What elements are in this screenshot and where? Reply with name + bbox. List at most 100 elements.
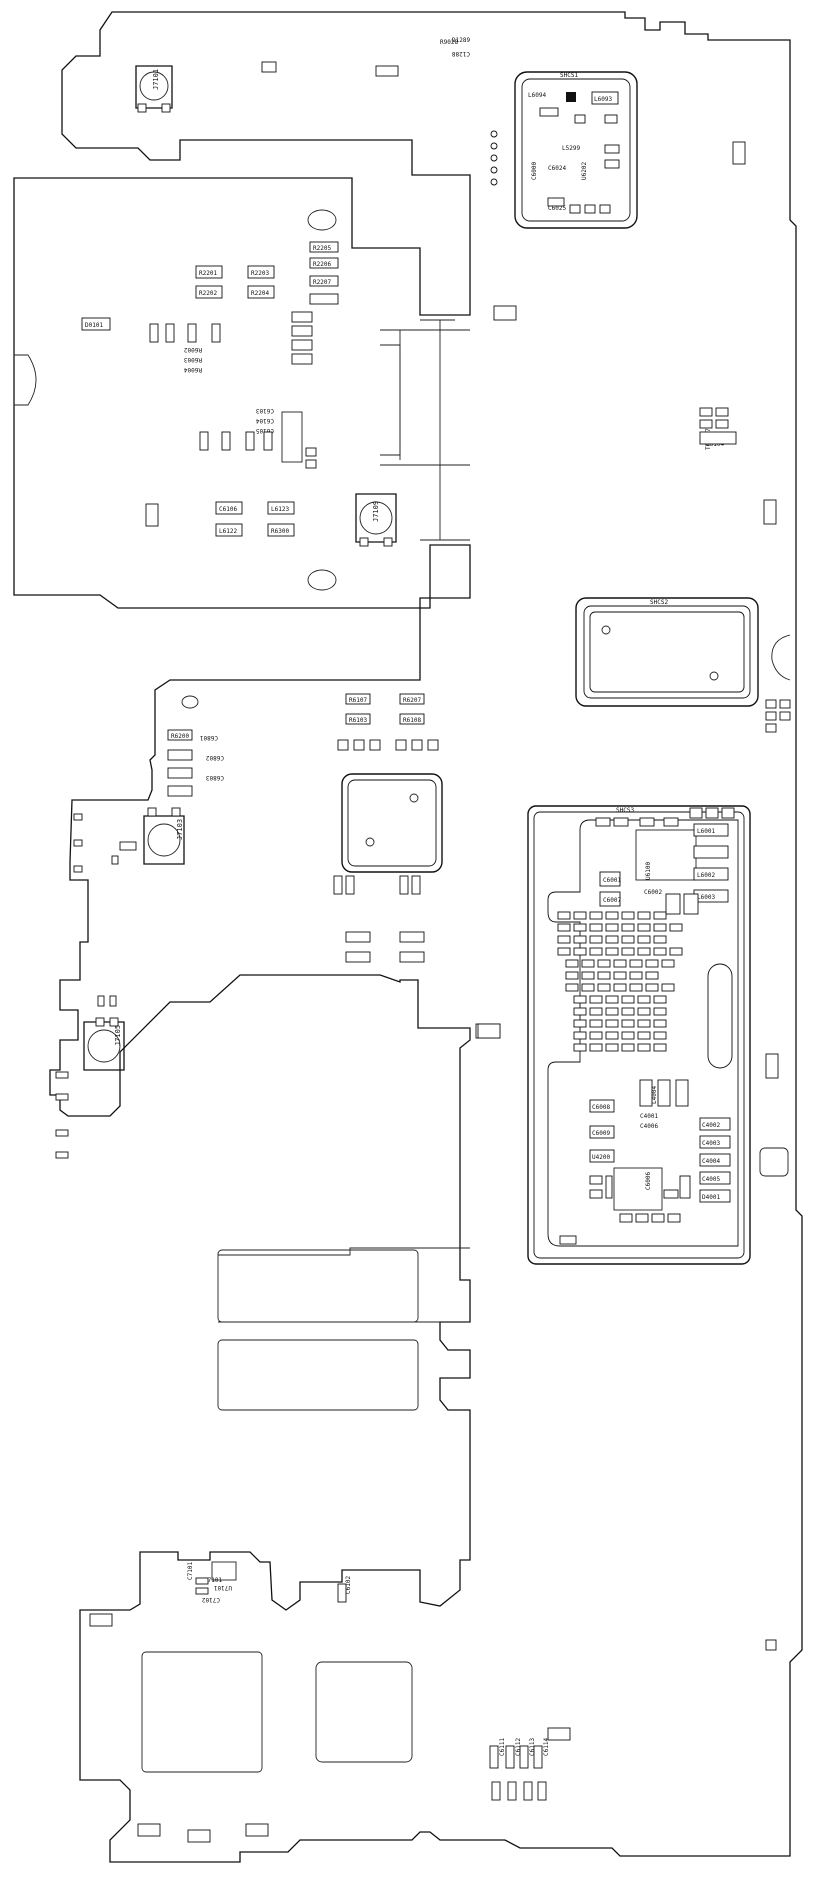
smd-top-1 <box>261 61 277 73</box>
label-r9028: R9028 <box>440 39 458 46</box>
svg-text:R2202: R2202 <box>199 290 217 297</box>
svg-text:C7101: C7101 <box>187 1562 194 1580</box>
svg-text:J7109: J7109 <box>372 501 380 522</box>
shield-top-right: SHCS1 L6093 L6094 U6202 C6000 L5299 C602… <box>514 71 638 229</box>
svg-text:C6113: C6113 <box>529 1738 536 1756</box>
left-component-block: R2201 R2202 R2203 R2204 R2205 R2206 R220… <box>81 241 339 537</box>
label-c6000: C6000 <box>531 162 538 180</box>
svg-text:U4200: U4200 <box>592 1154 610 1161</box>
shield-big-right: SHCS3 U6100 C6006 L6001 L6002 L6003 C600… <box>527 805 751 1265</box>
svg-text:C7102: C7102 <box>202 1596 220 1603</box>
label-c1288: C1288 <box>452 50 470 57</box>
svg-text:C4003: C4003 <box>702 1140 720 1147</box>
svg-text:C4004: C4004 <box>702 1158 720 1165</box>
svg-text:C6803: C6803 <box>206 774 224 781</box>
svg-text:U7101: U7101 <box>214 1584 232 1591</box>
svg-text:J7105: J7105 <box>114 1025 122 1046</box>
svg-text:C6105: C6105 <box>256 427 274 434</box>
center-ic-square <box>333 739 443 895</box>
svg-text:R2203: R2203 <box>251 270 269 277</box>
smd-right-top <box>732 141 746 165</box>
svg-text:C4006: C4006 <box>640 1123 658 1130</box>
vertical-caps-column <box>490 130 498 186</box>
svg-text:R2206: R2206 <box>313 261 331 268</box>
svg-text:R6107: R6107 <box>349 697 367 704</box>
connector-j7109: J7109 <box>355 493 397 547</box>
board-hole-2 <box>307 569 337 591</box>
svg-text:L6002: L6002 <box>697 872 715 879</box>
svg-text:C6103: C6103 <box>256 407 274 414</box>
svg-text:L6003: L6003 <box>697 894 715 901</box>
shield-mid-right: SHCS2 <box>575 597 759 707</box>
board-cutout-c <box>141 1651 263 1773</box>
label-l6093: L6093 <box>594 96 612 103</box>
board-hole-1 <box>307 209 337 231</box>
board-cutout-b <box>217 1339 419 1411</box>
svg-text:C6112: C6112 <box>515 1738 522 1756</box>
svg-text:C6801: C6801 <box>200 734 218 741</box>
svg-text:C4002: C4002 <box>702 1122 720 1129</box>
label-l6094: L6094 <box>528 92 546 99</box>
board-hole-4 <box>759 1147 789 1177</box>
svg-text:C6007: C6007 <box>603 897 621 904</box>
svg-text:C6001: C6001 <box>603 877 621 884</box>
bottom-component-area: U7101 C7101 C7102 D7101 C6102 C6111 C611… <box>89 1561 777 1843</box>
shield-label: SHCS2 <box>650 599 668 606</box>
smd-mid-small <box>477 1023 501 1039</box>
board-tab-bottom-a <box>218 1247 470 1256</box>
board-hole-3 <box>181 695 199 709</box>
svg-text:C6002: C6002 <box>644 889 662 896</box>
svg-text:R2207: R2207 <box>313 279 331 286</box>
keyhole-pads <box>765 699 791 733</box>
board-inner-lines <box>399 319 470 541</box>
svg-text:C4005: C4005 <box>702 1176 720 1183</box>
svg-text:C6111: C6111 <box>499 1738 506 1756</box>
board-notch-left <box>14 354 37 406</box>
svg-text:R6200: R6200 <box>171 733 189 740</box>
board-cutout-d <box>315 1661 413 1763</box>
svg-text:C4001: C4001 <box>640 1113 658 1120</box>
connector-j7105: J7105 <box>83 1017 125 1071</box>
label-d1289: D1289 <box>452 37 470 44</box>
svg-text:J7103: J7103 <box>176 819 184 840</box>
svg-text:R6300: R6300 <box>271 528 289 535</box>
svg-text:C6006: C6006 <box>645 1172 652 1190</box>
smd-top-2 <box>375 65 399 77</box>
svg-text:C6802: C6802 <box>206 754 224 761</box>
svg-text:L6122: L6122 <box>219 528 237 535</box>
svg-text:D0101: D0101 <box>85 322 103 329</box>
shield-label: SHCS1 <box>560 72 578 79</box>
svg-text:C6104: C6104 <box>256 417 274 424</box>
svg-text:R6108: R6108 <box>403 717 421 724</box>
svg-text:R6103: R6103 <box>349 717 367 724</box>
svg-text:R6002: R6002 <box>184 346 202 353</box>
smd-left-shield-tab <box>493 305 517 321</box>
label-c6024: C6024 <box>548 165 566 172</box>
svg-text:C6106: C6106 <box>219 506 237 513</box>
connector-j7101: J7101 <box>135 65 173 113</box>
keyhole-cutout <box>771 634 791 681</box>
svg-text:R2204: R2204 <box>251 290 269 297</box>
svg-text:R2201: R2201 <box>199 270 217 277</box>
svg-text:L4004: L4004 <box>651 1086 658 1104</box>
svg-text:R6003: R6003 <box>184 356 202 363</box>
smd-right-edge-mid <box>765 1053 779 1079</box>
svg-text:U6100: U6100 <box>645 862 652 880</box>
svg-text:L6123: L6123 <box>271 506 289 513</box>
label-c6025: C6025 <box>548 205 566 212</box>
svg-text:D7101: D7101 <box>204 1577 222 1584</box>
svg-text:R2205: R2205 <box>313 245 331 252</box>
svg-text:U6104: U6104 <box>706 441 724 448</box>
svg-text:C6009: C6009 <box>592 1130 610 1137</box>
svg-text:C6102: C6102 <box>345 1576 352 1594</box>
connector-j7103: J7103 <box>143 807 185 865</box>
board-cutout-a <box>217 1249 419 1323</box>
svg-text:D4001: D4001 <box>702 1194 720 1201</box>
svg-text:L6001: L6001 <box>697 828 715 835</box>
left-edge-pads <box>55 813 117 1159</box>
svg-text:C6114: C6114 <box>543 1738 550 1756</box>
board-outline <box>13 11 803 1863</box>
dense-component-cluster <box>557 911 683 1052</box>
svg-text:J7101: J7101 <box>152 69 160 90</box>
